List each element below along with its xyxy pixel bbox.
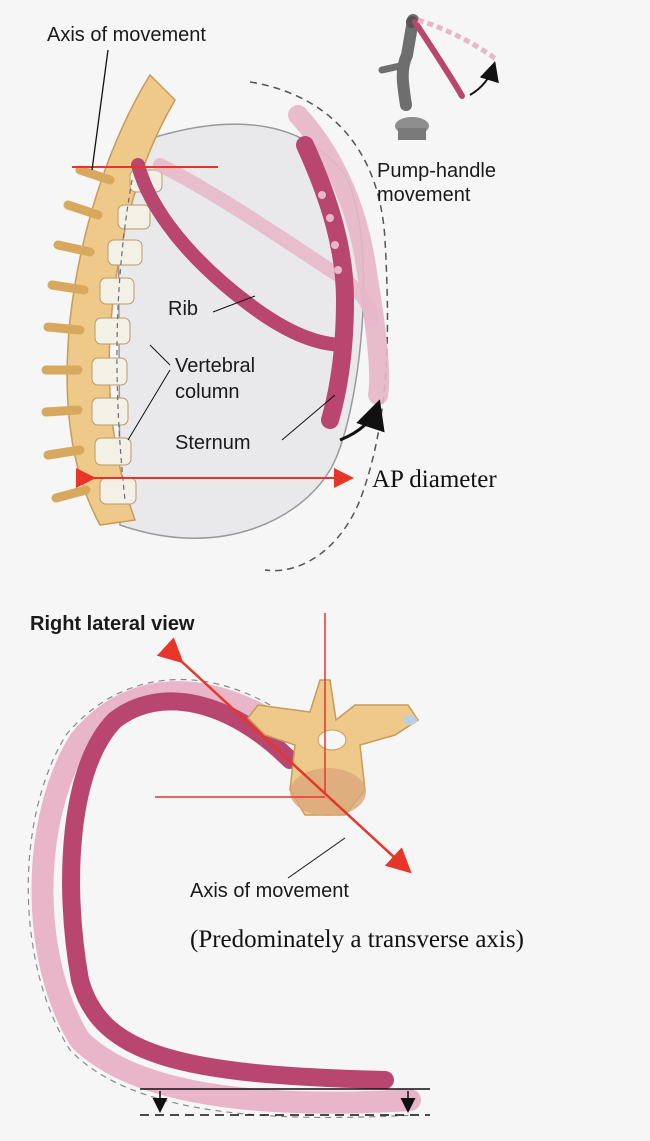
sternum-leader — [281, 394, 336, 441]
transverse-axis-note: (Predominately a transverse axis) — [190, 926, 524, 953]
axis-leader-bottom — [287, 837, 346, 879]
sternum-elevated — [288, 105, 390, 405]
pump-handle-label-line1: Pump-handle — [377, 160, 496, 182]
axis-leader-top — [91, 49, 109, 171]
axis-of-movement-label-top: Axis of movement — [47, 24, 206, 46]
vertebral-column-label-line2: column — [175, 381, 240, 403]
rib-leader — [212, 295, 256, 313]
pump-handle-label-line2: movement — [377, 184, 471, 206]
rib-label: Rib — [168, 298, 199, 320]
vertebral-leader — [127, 344, 171, 441]
thorax-expanded-outline — [249, 81, 389, 572]
ap-diameter-label: AP diameter — [372, 466, 497, 493]
sternum-label: Sternum — [175, 432, 251, 454]
thorax-outline — [117, 123, 365, 539]
sternum-movement-arrow — [339, 399, 385, 442]
vertebral-column-label-line1: Vertebral — [175, 355, 256, 377]
pump-handle-icon — [378, 14, 499, 140]
axis-of-movement-label-bottom: Axis of movement — [190, 880, 349, 902]
transverse-axis-arrow — [156, 637, 412, 874]
view-label: Right lateral view — [30, 613, 195, 635]
